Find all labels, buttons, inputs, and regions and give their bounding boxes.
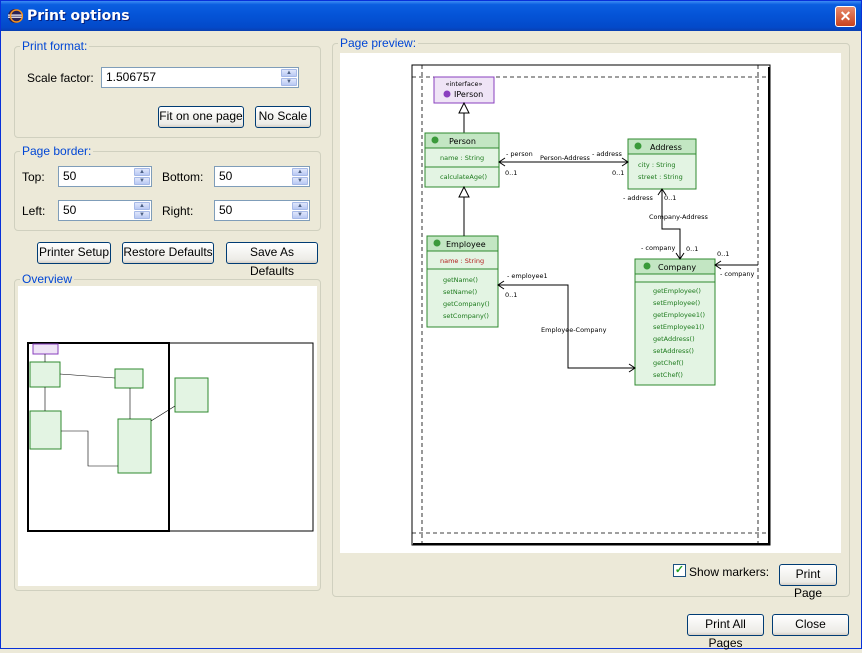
assoc-person-address: Person-Address [540,154,591,162]
role-company: - company [641,244,676,252]
mult-person: 0..1 [505,169,517,177]
window-title: Print options [27,8,130,24]
show-markers-label: Show markers: [689,565,770,579]
role-company2: - company [720,270,755,278]
iperson-name: IPerson [454,90,483,99]
company-op-3: setEmployee1() [653,323,704,331]
role-address: - address [623,194,654,202]
overview-extra-class [174,377,209,413]
iperson-stereotype: «interface» [446,80,483,88]
uml-company: Company getEmployee() setEmployee() getE… [634,258,716,386]
page-border-group [14,151,321,231]
mult-address2: 0..1 [664,194,676,202]
overview-page-2 [168,342,314,532]
top-label: Top: [22,170,45,184]
uml-employee: Employee name : String getName() setName… [426,235,499,328]
no-scale-button[interactable]: No Scale [255,106,311,128]
bottom-label: Bottom: [162,170,204,184]
person-attr-name: name : String [440,154,484,162]
print-format-legend: Print format: [20,39,90,53]
page-preview-diagram: «interface» IPerson Person name : String… [411,64,771,546]
print-page-button[interactable]: Print Page [779,564,837,600]
scale-factor-label: Scale factor: [27,71,94,85]
page-border-legend: Page border: [20,144,94,158]
title-bar: Print options ✕ [1,1,861,31]
employee-name: Employee [446,240,486,249]
eclipse-icon [8,9,23,23]
company-op-0: getEmployee() [653,287,701,295]
printer-setup-button[interactable]: Printer Setup [37,242,111,264]
page-preview-group [332,43,850,597]
overview-company [117,418,152,474]
address-attr-city: city : String [638,161,676,169]
person-name: Person [449,137,476,146]
top-input[interactable]: 50 [58,166,152,187]
employee-op-getcompany: getCompany() [443,300,490,308]
overview-legend: Overview [20,272,75,286]
page-preview-canvas[interactable]: «interface» IPerson Person name : String… [340,53,841,553]
scale-factor-input[interactable]: 1.506757 [101,67,299,88]
overview-canvas[interactable] [18,286,317,586]
uml-person: Person name : String calculateAge() [424,132,500,188]
page-preview-legend: Page preview: [338,36,419,50]
right-label: Right: [162,204,194,218]
left-spinner[interactable]: ▲▼ [134,202,150,219]
mult-company: 0..1 [686,245,698,253]
right-input[interactable]: 50 [214,200,310,221]
employee-op-setcompany: setCompany() [443,312,489,320]
overview-employee [29,410,62,450]
company-op-2: getEmployee1() [653,311,705,319]
address-name: Address [650,143,682,152]
employee-op-setname: setName() [443,288,477,296]
left-label: Left: [22,204,46,218]
company-op-1: setEmployee() [653,299,700,307]
top-spinner[interactable]: ▲▼ [134,168,150,185]
company-op-7: setChef() [653,371,683,379]
right-spinner[interactable]: ▲▼ [292,202,308,219]
role-address-top: - address [592,150,623,158]
company-name: Company [658,263,696,272]
close-button[interactable]: Close [772,614,849,636]
bottom-input[interactable]: 50 [214,166,310,187]
print-all-pages-button[interactable]: Print All Pages [687,614,764,650]
save-as-defaults-button[interactable]: Save As Defaults [226,242,318,278]
overview-thumbnail [27,342,314,532]
overview-address [114,368,144,389]
company-op-6: getChef() [653,359,684,367]
overview-iperson [32,343,59,355]
overview-person [29,361,61,388]
bottom-spinner[interactable]: ▲▼ [292,168,308,185]
show-markers-checkbox[interactable]: ✓ [673,564,686,577]
company-op-5: setAddress() [653,347,694,355]
role-person: - person [506,150,533,158]
print-format-group [14,46,321,138]
assoc-company-address: Company-Address [649,213,709,221]
restore-defaults-button[interactable]: Restore Defaults [122,242,214,264]
company-op-4: getAddress() [653,335,695,343]
fit-on-one-page-button[interactable]: Fit on one page [158,106,244,128]
overview-group [14,279,321,591]
assoc-employee-company: Employee-Company [541,326,607,334]
left-input[interactable]: 50 [58,200,152,221]
address-attr-street: street : String [638,173,683,181]
close-window-icon[interactable]: ✕ [835,6,856,27]
mult-employee: 0..1 [505,291,517,299]
scale-factor-spinner[interactable]: ▲▼ [281,69,297,86]
employee-op-getname: getName() [443,276,478,284]
employee-attr-name: name : String [440,257,484,265]
uml-address: Address city : String street : String [627,138,697,190]
person-op-calculateage: calculateAge() [440,173,487,181]
uml-iperson: «interface» IPerson [433,76,495,104]
role-employee1: - employee1 [507,272,548,280]
mult-company2: 0..1 [717,250,729,258]
mult-address: 0..1 [612,169,624,177]
